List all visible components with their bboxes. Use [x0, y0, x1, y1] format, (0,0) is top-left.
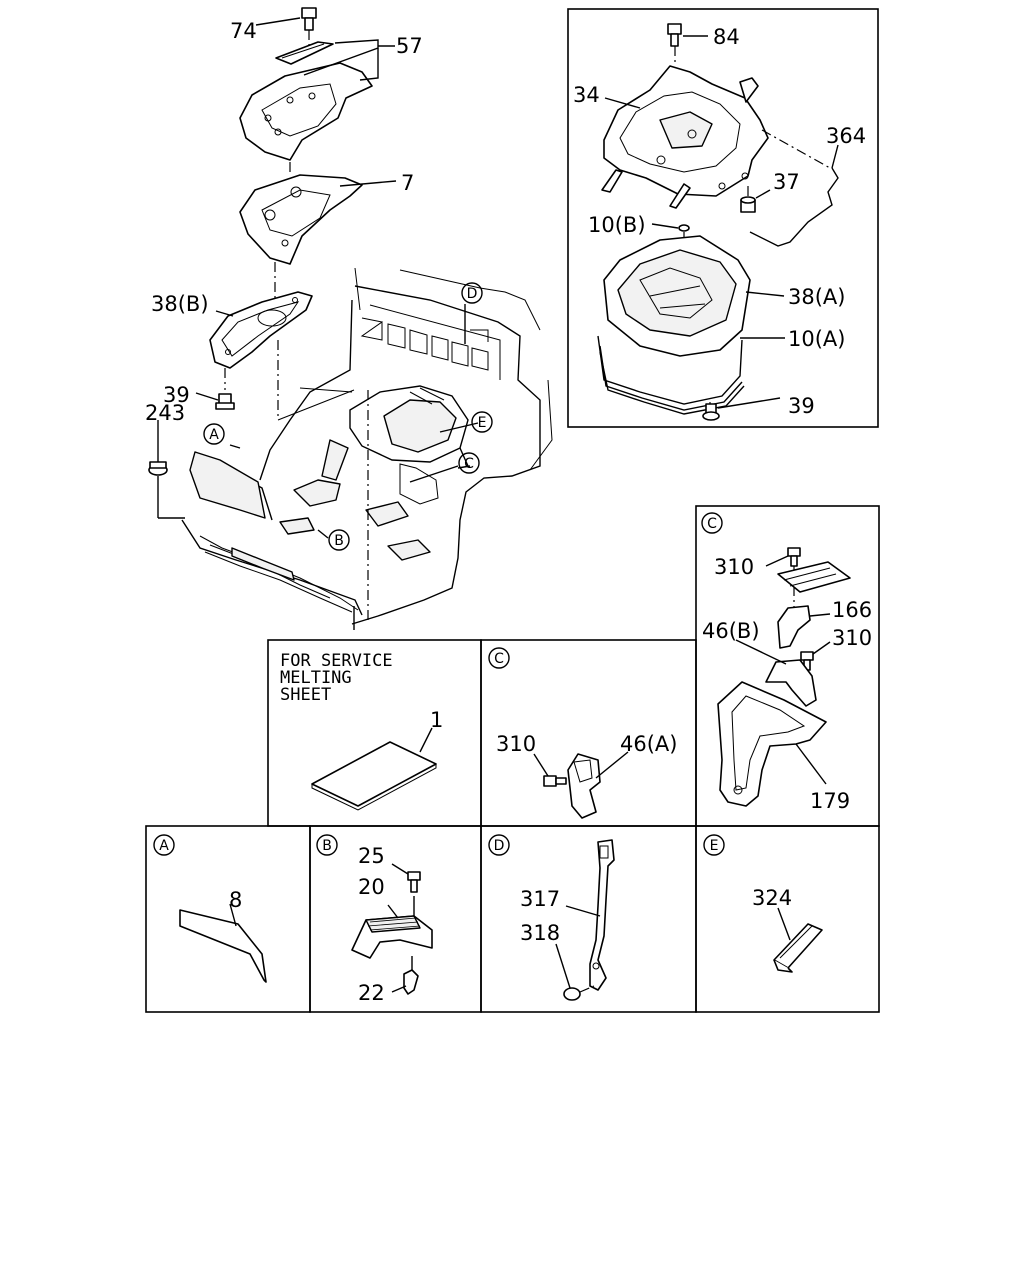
label-179: 179	[810, 789, 850, 813]
label-8: 8	[229, 888, 242, 912]
label-310-upper: 310	[714, 555, 754, 579]
main-exploded-view	[148, 7, 553, 630]
bracket-57-top	[275, 30, 334, 65]
detail-e-box	[695, 825, 880, 1013]
bolt-84	[667, 23, 708, 66]
clip-22	[391, 956, 419, 995]
detail-d-box	[480, 825, 697, 1013]
liner-10a	[597, 335, 785, 415]
clip-324	[773, 907, 823, 973]
label-20: 20	[358, 875, 385, 899]
svg-text:D: D	[467, 286, 478, 302]
svg-text:C: C	[707, 516, 717, 532]
detail-b-box	[309, 825, 482, 1013]
label-318: 318	[520, 921, 560, 945]
screw-318	[555, 943, 595, 1001]
label-324: 324	[752, 886, 792, 910]
callout-c-box-clip: C	[488, 647, 510, 669]
label-39-main: 39	[163, 383, 190, 407]
screw-25	[391, 863, 421, 920]
label-39-box: 39	[788, 394, 815, 418]
svg-text:B: B	[322, 838, 332, 854]
callout-c-box-bracket: C	[701, 512, 723, 534]
svg-text:E: E	[710, 838, 719, 854]
body-floor	[181, 267, 553, 630]
label-364: 364	[826, 124, 866, 148]
service-note-line-1: FOR SERVICE	[280, 651, 393, 671]
liner-38b	[209, 291, 355, 421]
label-310-lower: 310	[832, 626, 872, 650]
bracket-179	[717, 681, 827, 807]
step-pad-20	[351, 904, 433, 959]
callout-c-main: C	[458, 452, 480, 474]
callout-d-main: D	[461, 282, 483, 304]
svg-text:C: C	[464, 456, 474, 472]
label-57: 57	[396, 34, 423, 58]
callout-d-box: D	[488, 834, 510, 856]
label-7: 7	[401, 171, 414, 195]
tray-detail-box	[567, 8, 879, 428]
label-38a: 38(A)	[788, 285, 845, 309]
label-166: 166	[832, 598, 872, 622]
svg-text:A: A	[159, 838, 169, 854]
label-1: 1	[430, 708, 443, 732]
callout-b-main: B	[328, 529, 350, 551]
label-10a: 10(A)	[788, 327, 845, 351]
bracket-46b	[735, 639, 817, 707]
svg-text:B: B	[334, 533, 344, 549]
service-note-line-3: SHEET	[280, 685, 331, 705]
label-310-c: 310	[496, 732, 536, 756]
bolt-74	[255, 7, 317, 31]
clip-39-box	[702, 397, 781, 421]
plate-upper	[777, 561, 851, 593]
bracket-166	[777, 605, 831, 649]
detail-c-bracket-box	[695, 505, 880, 827]
label-74: 74	[230, 19, 257, 43]
cover-7	[239, 162, 397, 300]
label-34: 34	[573, 83, 600, 107]
callout-b-box: B	[316, 834, 338, 856]
cap-37	[740, 186, 771, 213]
label-84: 84	[713, 25, 740, 49]
clip-46a	[567, 751, 629, 819]
bolt-310-c	[533, 753, 567, 787]
detail-a-box	[145, 825, 311, 1013]
label-317: 317	[520, 887, 560, 911]
floor-pan-57	[239, 39, 395, 161]
bracket-317	[565, 839, 615, 991]
svg-text:A: A	[209, 427, 219, 443]
label-46b: 46(B)	[702, 619, 760, 643]
callout-a-box: A	[153, 834, 175, 856]
svg-text:E: E	[478, 415, 487, 431]
part-number-labels: 74 57 7 38(B) 39 243 84 34 364 37 10(B) …	[145, 19, 872, 1005]
foam-38a	[603, 235, 785, 357]
label-46a: 46(A)	[620, 732, 677, 756]
svg-text:C: C	[494, 651, 504, 667]
service-note-text: FOR SERVICE MELTING SHEET	[280, 651, 393, 705]
callout-e-main: E	[471, 411, 493, 433]
label-25: 25	[358, 844, 385, 868]
label-243: 243	[145, 401, 185, 425]
label-38b: 38(B)	[151, 292, 209, 316]
service-note-line-2: MELTING	[280, 668, 352, 688]
label-10b: 10(B)	[588, 213, 646, 237]
clip-39-main	[195, 392, 235, 410]
label-37: 37	[773, 170, 800, 194]
tray-34	[601, 65, 831, 209]
panel-8	[179, 903, 267, 983]
svg-text:D: D	[494, 838, 505, 854]
callout-e-box: E	[703, 834, 725, 856]
grommet-243	[148, 420, 185, 519]
label-22: 22	[358, 981, 385, 1005]
melting-sheet-1	[311, 727, 437, 811]
strap-364	[749, 144, 839, 247]
circled-callouts: D E C A B C C A	[153, 282, 725, 856]
callout-a-main: A	[203, 423, 225, 445]
